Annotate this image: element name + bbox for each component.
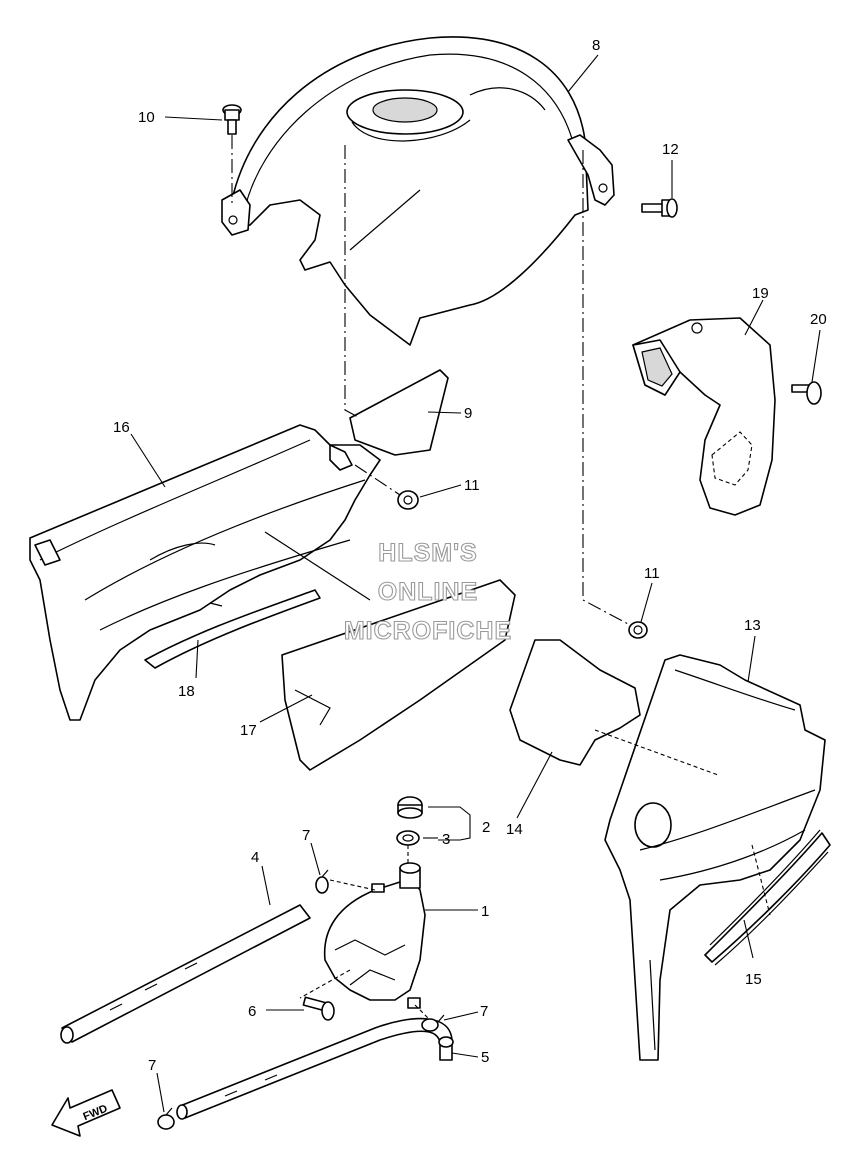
grommet-part-11-upper [397, 490, 419, 510]
callout-11-upper: 11 [464, 477, 480, 494]
callout-17: 17 [240, 722, 257, 739]
watermark: HLSM'S ONLINE MICROFICHE [343, 538, 512, 645]
callout-4: 4 [251, 849, 259, 866]
callout-11-lower: 11 [644, 565, 660, 582]
callout-5: 5 [481, 1049, 489, 1066]
callout-7-lower: 7 [148, 1057, 156, 1074]
hose-part-4 [60, 904, 311, 1044]
pad-part-17 [281, 579, 516, 771]
callout-1: 1 [481, 903, 489, 920]
callout-12: 12 [662, 141, 679, 158]
callout-19: 19 [752, 285, 769, 302]
callout-6: 6 [248, 1003, 256, 1020]
callout-18: 18 [178, 683, 195, 700]
strip-part-18 [144, 589, 321, 669]
watermark-line-2: ONLINE [378, 578, 478, 606]
watermark-line-3: MICROFICHE [344, 617, 512, 645]
callout-13: 13 [744, 617, 761, 634]
callout-labels: 8 10 12 19 20 9 16 11 11 13 18 17 14 2 3… [113, 37, 827, 1074]
clamp-part-7-upper [315, 869, 329, 894]
callout-10: 10 [138, 109, 155, 126]
callout-14: 14 [506, 821, 523, 838]
strip-part-15 [704, 829, 831, 966]
air-duct-part-19 [632, 317, 776, 516]
grommet-part-11-lower [628, 621, 648, 639]
cap-part-2 [397, 796, 423, 819]
callout-16: 16 [113, 419, 130, 436]
watermark-line-1: HLSM'S [378, 539, 477, 567]
reservoir-tank-part-1 [323, 862, 426, 1009]
bolt-part-12 [641, 198, 678, 218]
callout-20: 20 [810, 311, 827, 328]
callout-8: 8 [592, 37, 600, 54]
tank-cover-part-8 [221, 36, 615, 346]
callout-3: 3 [442, 831, 450, 848]
screw-part-20 [791, 381, 822, 405]
callout-2: 2 [482, 819, 490, 836]
callout-9: 9 [464, 405, 472, 422]
bolt-part-10 [222, 104, 242, 135]
side-cover-left-part-16 [29, 424, 381, 721]
bolt-part-6 [302, 996, 335, 1021]
hose-part-5 [176, 1017, 454, 1120]
leader-lines [130, 54, 821, 1113]
callout-7-upper: 7 [302, 827, 310, 844]
side-cover-right-part-13 [604, 654, 826, 1061]
fwd-direction-arrow: FWD [51, 1089, 121, 1137]
clamp-part-7-lower [157, 1107, 175, 1130]
washer-part-3 [396, 830, 420, 846]
pad-part-14 [509, 639, 641, 766]
callout-7-middle: 7 [480, 1003, 488, 1020]
assembly-guide-lines [231, 135, 771, 1019]
clamp-part-7-middle [421, 1014, 445, 1032]
callout-15: 15 [745, 971, 762, 988]
pad-part-9 [349, 369, 449, 456]
